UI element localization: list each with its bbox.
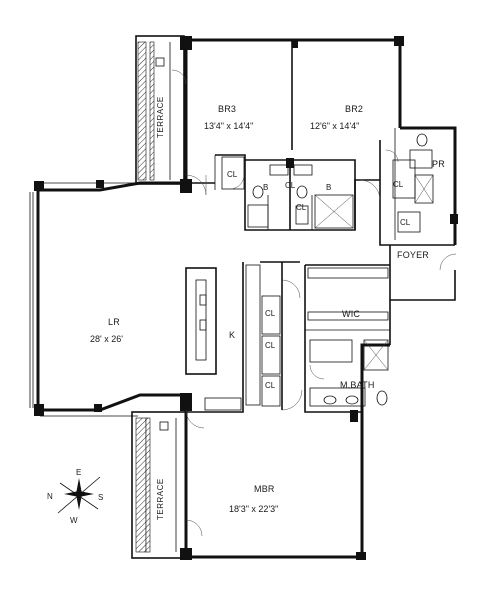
closet-label: CL	[265, 381, 276, 390]
north-terrace-label: TERRACE	[156, 96, 165, 138]
room-labels: BR3 13'4" x 14'4" BR2 12'6" x 14'4" PR F…	[90, 104, 445, 514]
foyer-label: FOYER	[397, 250, 429, 260]
mbr-label: MBR	[254, 484, 275, 494]
closet-label: CL	[400, 218, 411, 227]
south-terrace	[131, 411, 187, 559]
mbath-label: M.BATH	[340, 380, 375, 390]
interior-walls	[185, 40, 455, 413]
br2-label: BR2	[345, 104, 363, 114]
closet-label: CL	[227, 170, 238, 179]
compass-e: E	[76, 468, 81, 477]
br3-label: BR3	[218, 104, 236, 114]
closet-label: CL	[393, 180, 404, 189]
south-terrace-label: TERRACE	[156, 478, 165, 520]
wic-label: WIC	[342, 309, 360, 319]
compass-w: W	[70, 516, 78, 525]
compass-s: S	[98, 493, 103, 502]
compass-rose: N E S W	[47, 468, 103, 525]
lr-label: LR	[108, 317, 120, 327]
mbr-dims: 18'3" x 22'3"	[229, 504, 278, 514]
closet-label: CL	[265, 309, 276, 318]
terrace-labels: TERRACE TERRACE	[156, 96, 165, 520]
compass-n: N	[47, 492, 53, 501]
closet-label: CL	[296, 203, 307, 212]
door-swings	[171, 69, 457, 537]
lr-dims: 28' x 26'	[90, 334, 123, 344]
closet-label: CL	[285, 181, 296, 190]
bath-b1-label: B	[263, 183, 268, 192]
kitchen-label: K	[229, 330, 235, 340]
north-terrace	[135, 35, 185, 185]
br3-dims: 13'4" x 14'4"	[204, 121, 253, 131]
closet-label: CL	[265, 341, 276, 350]
br2-dims: 12'6" x 14'4"	[310, 121, 359, 131]
bath-b2-label: B	[326, 183, 331, 192]
closet-labels: CL CL CL CL CL CL CL CL	[227, 170, 411, 390]
pr-label: PR	[432, 159, 445, 169]
